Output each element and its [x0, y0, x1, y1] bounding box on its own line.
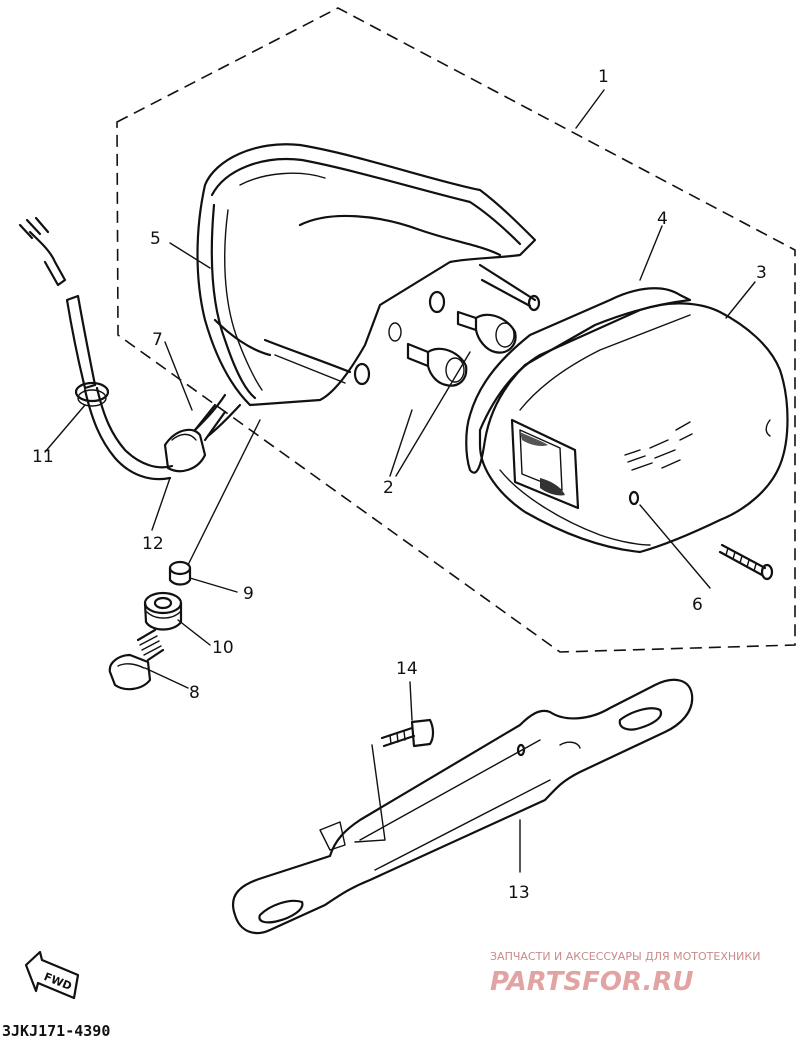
mounting-bolt — [108, 628, 165, 691]
bulb-upper — [456, 310, 517, 354]
callout-12: 12 — [142, 534, 164, 554]
callout-4: 4 — [657, 209, 668, 229]
callout-10: 10 — [212, 638, 234, 658]
fwd-arrow-icon: FWD — [24, 950, 80, 1000]
callout-5: 5 — [150, 229, 161, 249]
callout-3: 3 — [756, 263, 767, 283]
callout-1: 1 — [598, 67, 609, 87]
leader-lines — [44, 89, 756, 873]
lens-gasket — [465, 287, 692, 474]
tail-light-housing — [193, 143, 541, 438]
callout-7: 7 — [152, 330, 163, 350]
wire-harness — [18, 216, 227, 481]
damper-rubber — [143, 591, 183, 631]
bulb-lower — [406, 342, 468, 387]
watermark-logo: PARTSFOR.RU — [490, 967, 693, 997]
callout-14: 14 — [396, 659, 418, 679]
bracket-bolt — [354, 718, 435, 843]
callout-9: 9 — [243, 584, 254, 604]
license-bracket — [232, 678, 694, 935]
callout-8: 8 — [189, 683, 200, 703]
callout-2: 2 — [383, 478, 394, 498]
tail-light-lens — [478, 302, 789, 554]
callout-13: 13 — [508, 883, 530, 903]
watermark-caption: ЗАПЧАСТИ И АКСЕССУАРЫ ДЛЯ МОТОТЕХНИКИ — [490, 950, 760, 963]
callout-6: 6 — [692, 595, 703, 615]
assembly-boundary — [116, 7, 796, 653]
part-code: 3JKJ171-4390 — [2, 1022, 110, 1040]
lens-screw — [718, 543, 774, 581]
callout-11: 11 — [32, 447, 54, 467]
collar — [168, 560, 192, 586]
fwd-label: FWD — [42, 970, 74, 993]
